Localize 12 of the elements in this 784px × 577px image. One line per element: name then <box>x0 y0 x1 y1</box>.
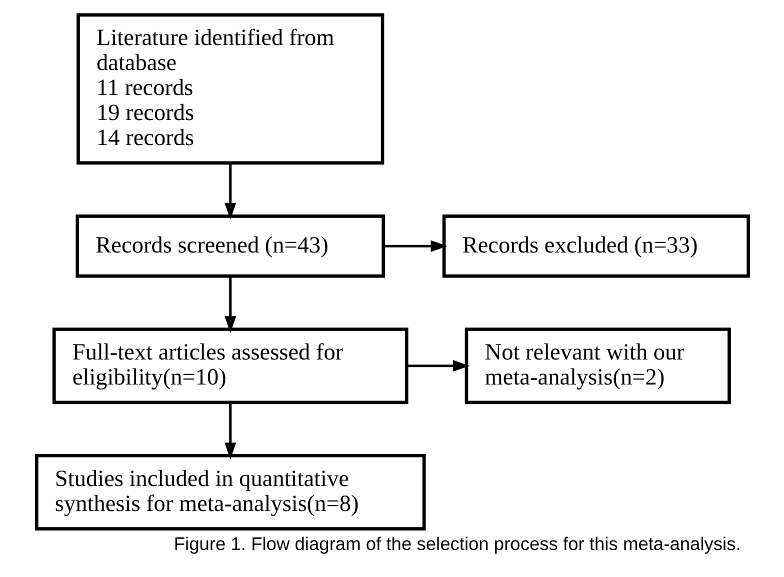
node-box: Records screened (n=43) <box>75 214 385 278</box>
node-box: Full-text articles assessed for eligibility(n=10) <box>52 328 408 404</box>
arrow <box>224 402 236 460</box>
arrow <box>224 163 236 220</box>
node-box: Literature identified from database 11 records 19 records 14 records <box>76 13 384 165</box>
caption: Figure 1. Flow diagram of the selection process for this meta-analysis. <box>173 533 740 554</box>
arrow <box>383 240 447 252</box>
arrow <box>224 276 236 333</box>
node-box: Not relevant with our meta-analysis(n=2) <box>464 328 730 404</box>
arrow <box>406 360 470 372</box>
node-box: Studies included in quantitative synthesis for meta-analysis(n=8) <box>34 454 426 530</box>
node-box: Records excluded (n=33) <box>442 214 750 278</box>
